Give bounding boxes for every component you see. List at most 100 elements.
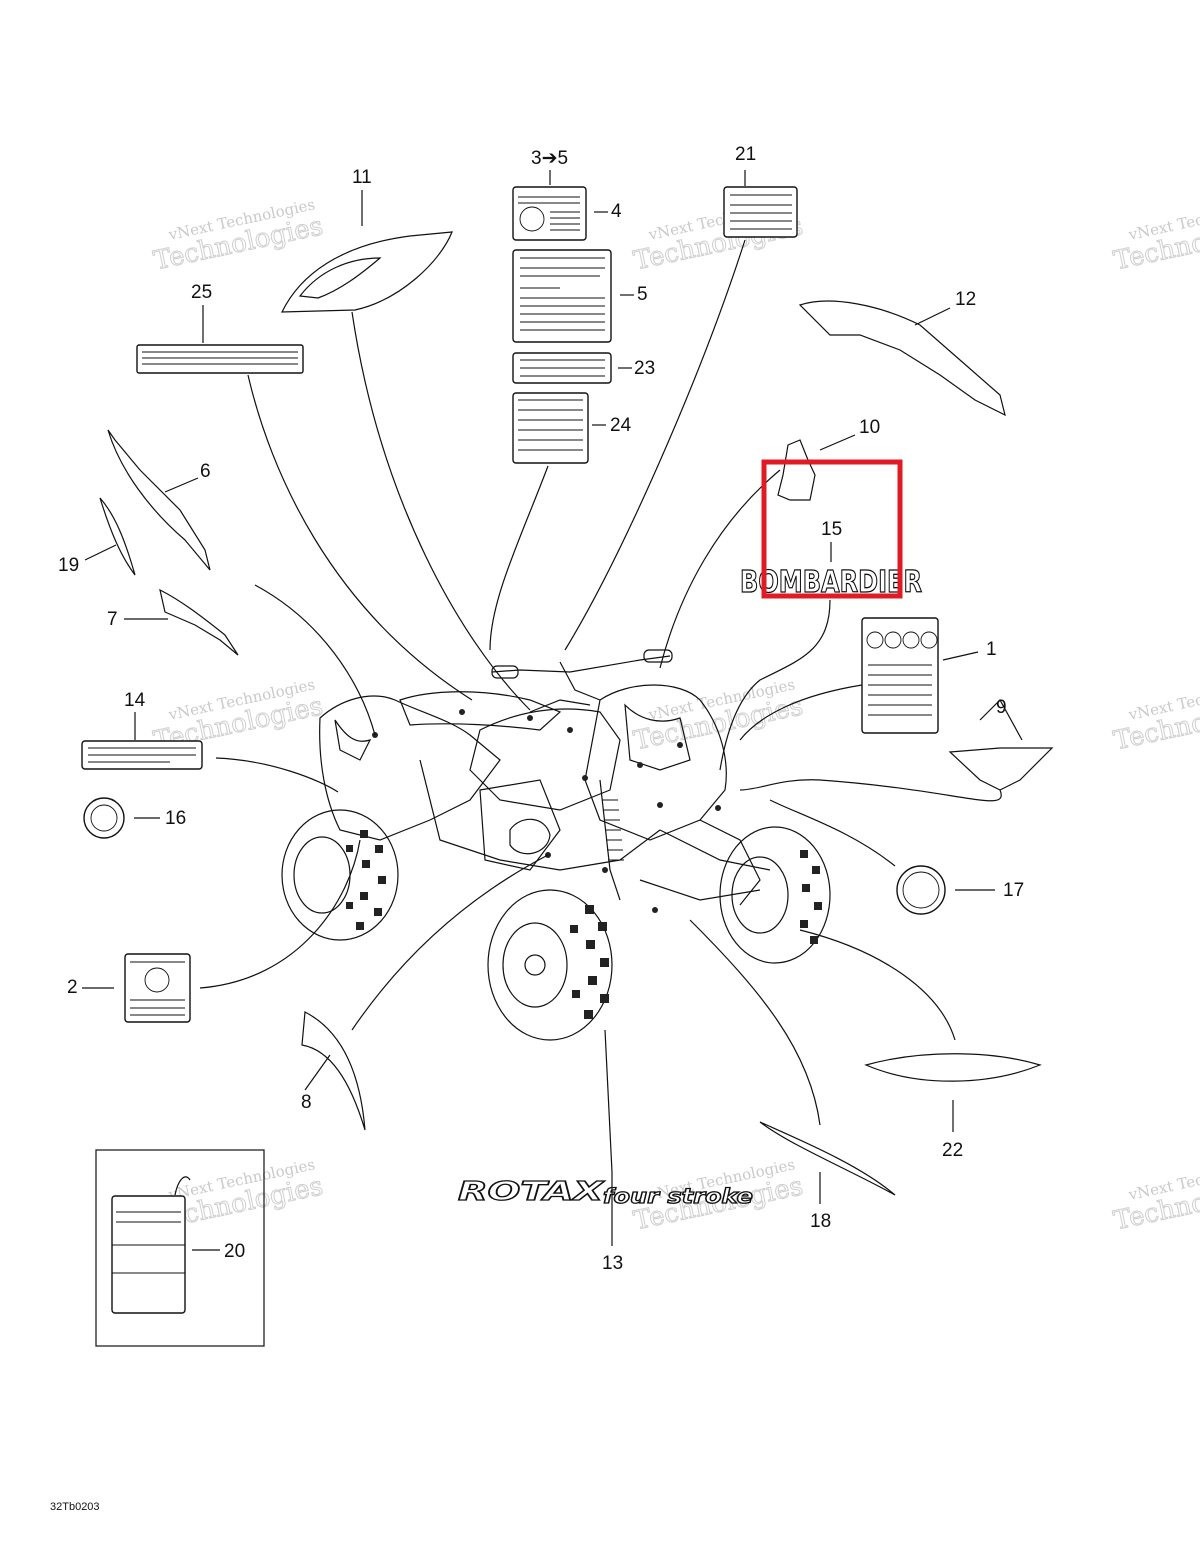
side-panel — [469, 708, 621, 811]
decal-2-warning-label — [124, 953, 191, 1023]
decal-19-graphic — [99, 497, 136, 576]
front-right-tire — [719, 826, 831, 964]
decal-25-label — [136, 344, 304, 374]
decal-24-text-lines — [518, 399, 583, 451]
leader-9-to-atv — [739, 779, 1002, 802]
decal-25-text-lines — [142, 351, 298, 365]
leader-14-to-atv — [215, 757, 339, 793]
decal-11-graphic — [281, 231, 453, 313]
callout-11: 11 — [352, 167, 372, 188]
callout-19: 19 — [58, 555, 79, 576]
atv-drawing — [281, 649, 831, 1041]
a-arm — [659, 829, 771, 871]
decal-1-icon — [920, 631, 938, 649]
leader-12 — [914, 307, 951, 326]
decal-4-symbol — [519, 206, 545, 232]
leader-21-to-atv — [564, 239, 746, 651]
leader-17-to-atv — [769, 799, 896, 867]
decal-14-text-lines — [88, 747, 196, 763]
decal-5-warning-label — [512, 249, 612, 343]
decal-9-graphic — [948, 747, 1054, 791]
leader-18-to-atv — [689, 919, 821, 1126]
decal-4-text-lines — [518, 196, 580, 204]
decal-8-stripe — [301, 1011, 366, 1131]
front-hub — [524, 954, 546, 976]
a-arm-lower — [639, 879, 761, 901]
front-right-wheel — [731, 856, 789, 934]
decal-20-label — [111, 1195, 186, 1314]
decal-1-icon — [902, 631, 920, 649]
watermarks: vNext Technologies Technologies vNext Te… — [151, 195, 1200, 1237]
callout-22: 22 — [942, 1140, 963, 1161]
callout-15: 15 — [821, 519, 842, 540]
decal-17-inner-ring — [902, 871, 940, 909]
callout-21: 21 — [735, 144, 756, 165]
seat — [399, 691, 562, 731]
rear-fender — [319, 695, 501, 841]
decal-6-stripe — [107, 429, 211, 571]
decal-7-stripe — [159, 588, 239, 656]
front-fender-stripe — [624, 703, 691, 771]
leader-9-v — [979, 699, 1023, 741]
decal-17-gear-emblem — [896, 865, 946, 915]
frame-lower — [419, 759, 661, 871]
highlight-box-part-15 — [761, 459, 903, 599]
decal-23-text-lines — [520, 359, 605, 377]
decal-5-text-lines — [520, 257, 605, 331]
leader-25-to-atv — [247, 374, 473, 701]
decal-20-frame — [95, 1149, 265, 1347]
callout-12: 12 — [955, 289, 976, 310]
leader-lines — [82, 170, 1023, 1251]
callout-4: 4 — [611, 201, 622, 222]
rear-fender-stripe — [334, 719, 372, 761]
rotax-logo-decal: ROTAX — [458, 1177, 606, 1207]
leader-8-to-atv — [351, 854, 549, 1031]
callout-14: 14 — [124, 690, 146, 711]
grip-left — [491, 665, 519, 679]
callout-13: 13 — [602, 1253, 623, 1274]
grip-right — [643, 649, 673, 663]
decal-18-stripe — [759, 1121, 896, 1196]
decal-4-warning-label — [512, 186, 587, 241]
callout-17: 17 — [1003, 880, 1024, 901]
callout-1: 1 — [986, 639, 997, 660]
decal-2-text-lines — [130, 961, 185, 1016]
leader-6-to-atv — [254, 584, 376, 736]
engine-cover — [509, 818, 551, 855]
decal-4-text-lines — [550, 211, 580, 231]
leader-10-to-atv — [659, 469, 781, 669]
decal-16-round-emblem — [83, 797, 125, 839]
engine — [479, 779, 561, 871]
rear-tire — [281, 809, 399, 941]
leader-24-to-atv — [489, 465, 549, 651]
rear-wheel — [293, 836, 351, 914]
callout-2: 2 — [67, 977, 78, 998]
decal-anchor-dots — [372, 709, 721, 913]
leader-1-to-atv — [739, 684, 863, 741]
leader-22-to-atv — [799, 929, 956, 1041]
decal-1-icon — [884, 631, 902, 649]
callout-24: 24 — [610, 415, 632, 436]
decal-11-inner — [298, 257, 382, 299]
decal-21-warning-label — [723, 186, 798, 238]
drawing-code: 32Tb0203 — [50, 1501, 100, 1513]
leader-2-to-atv — [199, 839, 361, 989]
callout-6: 6 — [200, 461, 211, 482]
leader-1 — [942, 651, 979, 661]
decal-22-graphic — [864, 1053, 1042, 1082]
leader-13-to-atv — [604, 1029, 613, 1173]
decal-21-text-lines — [730, 194, 792, 230]
front-right-tread — [800, 850, 822, 944]
decal-10-graphic — [777, 439, 816, 501]
decal-20-tab — [174, 1176, 191, 1196]
decal-16-inner-ring — [90, 804, 118, 832]
tank-edge — [529, 699, 591, 713]
front-wheel — [502, 922, 568, 1008]
callout-numbers: 3➔5 4 5 23 24 21 11 25 12 10 6 19 7 14 1… — [58, 144, 1024, 1274]
callout-9: 9 — [996, 697, 1007, 718]
handlebar — [491, 655, 671, 673]
leader-8 — [304, 1054, 331, 1091]
decal-1-warning-label — [861, 617, 939, 734]
